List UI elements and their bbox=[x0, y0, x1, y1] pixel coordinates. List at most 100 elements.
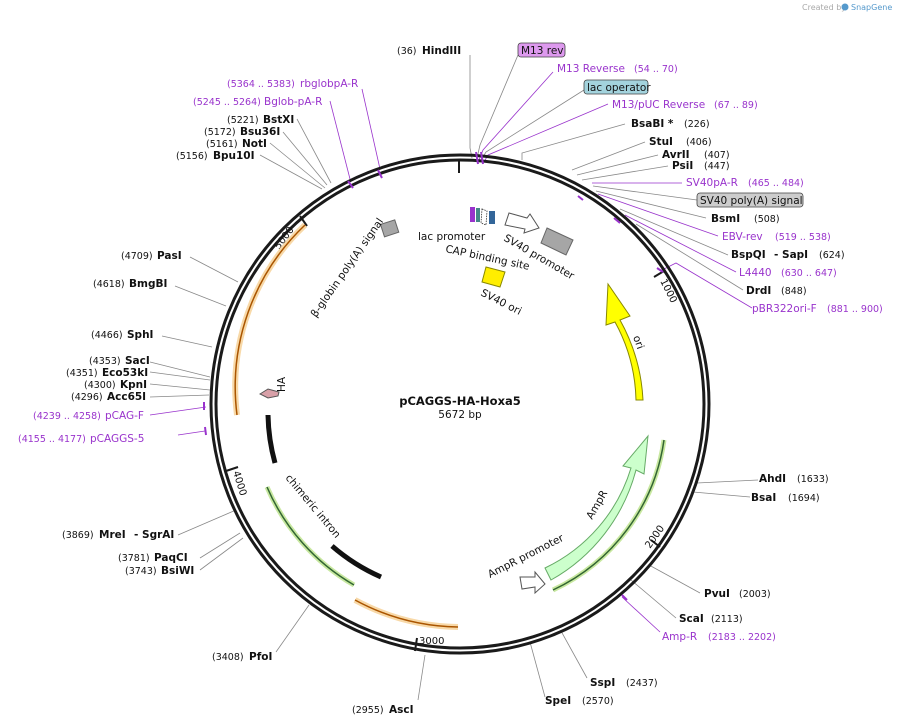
m13-rev-feature[interactable] bbox=[470, 207, 475, 222]
site-stui[interactable]: StuI bbox=[649, 136, 673, 148]
site-drdi-pos: (848) bbox=[781, 286, 807, 297]
left-orange-arc[interactable] bbox=[234, 224, 306, 416]
ampr-outer-arc[interactable] bbox=[552, 439, 665, 591]
site-kpni-pos: (4300) bbox=[84, 380, 116, 391]
site-bspqi[interactable]: BspQI bbox=[731, 249, 766, 261]
leader-sspi bbox=[560, 630, 588, 679]
site-acc65i[interactable]: Acc65I bbox=[107, 391, 146, 403]
site-sapi[interactable]: - SapI bbox=[774, 249, 808, 261]
primer-pcag-f-pos: (4239 .. 4258) bbox=[33, 411, 101, 422]
primer-pcag-f[interactable]: pCAG-F bbox=[105, 410, 144, 422]
site-pasi[interactable]: PasI bbox=[157, 250, 182, 262]
site-psii[interactable]: PsiI bbox=[672, 160, 693, 172]
site-asci[interactable]: AscI bbox=[389, 704, 414, 716]
leader-pfoi bbox=[275, 604, 310, 653]
sv40-polya-box[interactable] bbox=[540, 227, 574, 256]
primer-ebv-rev[interactable]: EBV-rev bbox=[722, 231, 763, 243]
primer-sv40pa-r[interactable]: SV40pA-R bbox=[686, 177, 738, 189]
leader-m13reverse bbox=[478, 71, 554, 161]
site-bsu36i[interactable]: Bsu36I bbox=[240, 126, 280, 138]
site-sspi[interactable]: SspI bbox=[590, 677, 615, 689]
badge-m13-rev[interactable] bbox=[517, 42, 566, 58]
beta-globin-box[interactable] bbox=[379, 219, 400, 238]
leader-kpni bbox=[149, 383, 211, 391]
site-bsiwi[interactable]: BsiWI bbox=[161, 565, 194, 577]
site-ahdi[interactable]: AhdI bbox=[759, 473, 786, 485]
primer-pcaggs5[interactable]: pCAGGS-5 bbox=[90, 433, 144, 445]
primer-mark-bglob bbox=[347, 180, 354, 189]
primer-marks bbox=[203, 151, 664, 601]
site-bsmi[interactable]: BsmI bbox=[711, 213, 740, 225]
badge-sv40-polya-text: SV40 poly(A) signal bbox=[700, 195, 803, 207]
leader-bsiwi bbox=[199, 537, 244, 571]
intron-outer-arc[interactable] bbox=[266, 486, 355, 586]
primer-bglob-pa-r[interactable]: Bglob-pA-R bbox=[264, 96, 322, 108]
ori-arrow[interactable] bbox=[605, 282, 644, 401]
sv40-ori-box[interactable] bbox=[481, 266, 506, 288]
primer-m13-reverse[interactable]: M13 Reverse bbox=[557, 63, 625, 75]
snapgene-logo-icon bbox=[841, 3, 849, 11]
leader-ebv-rev bbox=[597, 193, 719, 237]
primer-pbr322ori-f[interactable]: pBR322ori-F bbox=[752, 303, 817, 315]
site-kpni[interactable]: KpnI bbox=[120, 379, 147, 391]
site-bstxi[interactable]: BstXI bbox=[263, 114, 294, 126]
leader-bsabi bbox=[521, 123, 626, 160]
primer-m13-puc-reverse[interactable]: M13/pUC Reverse bbox=[612, 99, 705, 111]
cap-site-feature[interactable] bbox=[489, 211, 495, 224]
site-avrii[interactable]: AvrII bbox=[662, 149, 690, 161]
credit-prefix: Created by bbox=[802, 3, 846, 12]
site-bsai[interactable]: BsaI bbox=[751, 492, 776, 504]
primer-mark-rbglob bbox=[377, 169, 383, 179]
feature-beta-globin-label: β-globin poly(A) signal bbox=[309, 216, 387, 320]
site-sgrai[interactable]: - SgrAI bbox=[134, 529, 174, 541]
leader-drdi bbox=[635, 223, 744, 291]
bottom-orange-arc[interactable] bbox=[354, 599, 459, 628]
site-bsabi[interactable]: BsaBI * bbox=[631, 118, 674, 130]
site-drdi[interactable]: DrdI bbox=[746, 285, 771, 297]
site-paqci[interactable]: PaqCI bbox=[154, 552, 188, 564]
badge-lac-operator[interactable] bbox=[583, 79, 649, 95]
site-saci-pos: (4353) bbox=[89, 356, 121, 367]
badge-sv40-polya[interactable] bbox=[696, 192, 804, 208]
primer-l4440-pos: (630 .. 647) bbox=[781, 268, 837, 279]
ampr-promoter-arrow[interactable] bbox=[519, 570, 546, 595]
site-sspi-pos: (2437) bbox=[626, 678, 658, 689]
ha-marker[interactable] bbox=[258, 388, 280, 399]
leader-sphi bbox=[161, 335, 213, 348]
primer-amp-r[interactable]: Amp-R bbox=[662, 631, 697, 643]
primer-rbglobpa-r[interactable]: rbglobpA-R bbox=[300, 78, 358, 90]
site-bsmi-pos: (508) bbox=[754, 214, 780, 225]
site-saci[interactable]: SacI bbox=[125, 355, 150, 367]
ampr-arrow[interactable] bbox=[544, 434, 649, 581]
lac-promoter-feature[interactable] bbox=[480, 208, 488, 226]
site-spei[interactable]: SpeI bbox=[545, 695, 571, 707]
bottom-orange-arc-glow bbox=[353, 597, 459, 630]
leader-bpu10i bbox=[259, 154, 323, 190]
site-bsu36i-pos: (5172) bbox=[204, 127, 236, 138]
sv40-promoter-arrow[interactable] bbox=[504, 212, 540, 234]
site-bsabi-pos: (226) bbox=[684, 119, 710, 130]
primer-pcaggs5-pos: (4155 .. 4177) bbox=[18, 434, 86, 445]
site-sapi-pos: (624) bbox=[819, 250, 845, 261]
site-scai[interactable]: ScaI bbox=[679, 613, 704, 625]
site-pvui[interactable]: PvuI bbox=[704, 588, 730, 600]
site-ahdi-pos: (1633) bbox=[797, 474, 829, 485]
site-sphi[interactable]: SphI bbox=[127, 329, 153, 341]
intron-black-arc-bottom[interactable] bbox=[330, 544, 383, 580]
leader-l4440 bbox=[624, 214, 737, 273]
site-bpu10i[interactable]: Bpu10I bbox=[213, 150, 255, 162]
site-eco53ki[interactable]: Eco53kI bbox=[102, 367, 148, 379]
tick-4000 bbox=[225, 466, 239, 472]
site-pfoi[interactable]: PfoI bbox=[249, 651, 272, 663]
site-scai-pos: (2113) bbox=[711, 614, 743, 625]
tick-label-3000: 3000 bbox=[419, 636, 444, 647]
site-noti[interactable]: NotI bbox=[242, 138, 267, 150]
site-hindiii[interactable]: HindIII bbox=[422, 45, 461, 57]
intron-black-arc-left[interactable] bbox=[265, 414, 278, 464]
lac-operator-feature[interactable] bbox=[476, 208, 480, 222]
leader-bstxi bbox=[296, 118, 332, 184]
site-bmgbi[interactable]: BmgBI bbox=[129, 278, 167, 290]
primer-l4440[interactable]: L4440 bbox=[739, 267, 772, 279]
site-mrei[interactable]: MreI bbox=[99, 529, 126, 541]
feature-ori-label: ori bbox=[630, 334, 646, 351]
